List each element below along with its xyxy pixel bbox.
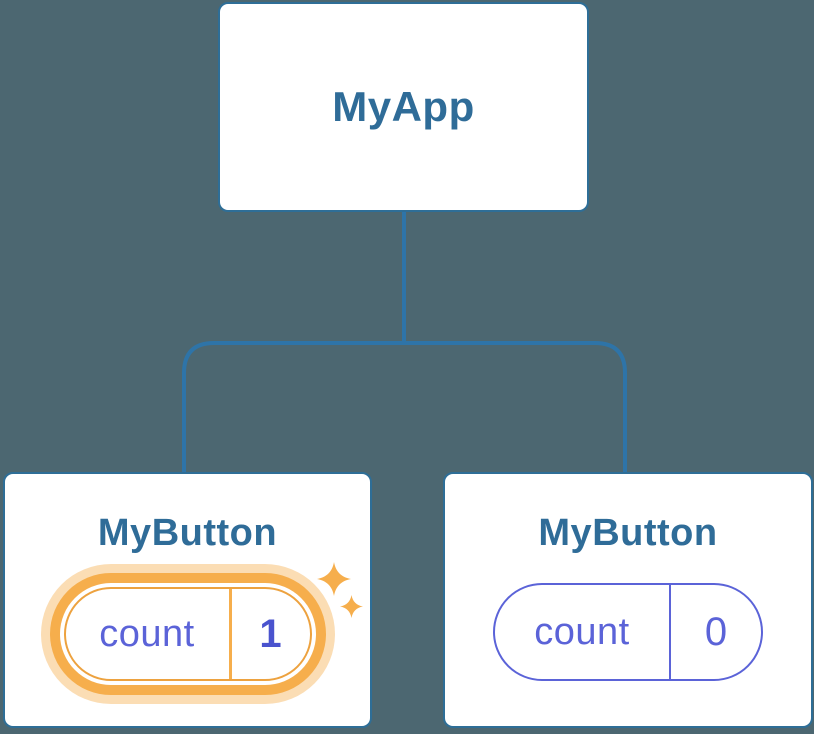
- connector-branch: [182, 341, 627, 473]
- node-mybutton-left: MyButton count 1: [3, 472, 372, 728]
- state-value: 1: [228, 589, 310, 679]
- node-title: MyApp: [332, 83, 475, 130]
- node-mybutton-right: MyButton count 0: [443, 472, 813, 728]
- state-name: count: [99, 612, 195, 655]
- state-pill-highlighted: count 1: [63, 587, 312, 681]
- state-value: 0: [669, 585, 761, 679]
- node-title: MyButton: [538, 512, 718, 554]
- node-myapp: MyApp: [218, 2, 589, 212]
- state-name: count: [534, 610, 630, 653]
- state-pill: count 0: [493, 583, 763, 681]
- node-title: MyButton: [97, 512, 278, 554]
